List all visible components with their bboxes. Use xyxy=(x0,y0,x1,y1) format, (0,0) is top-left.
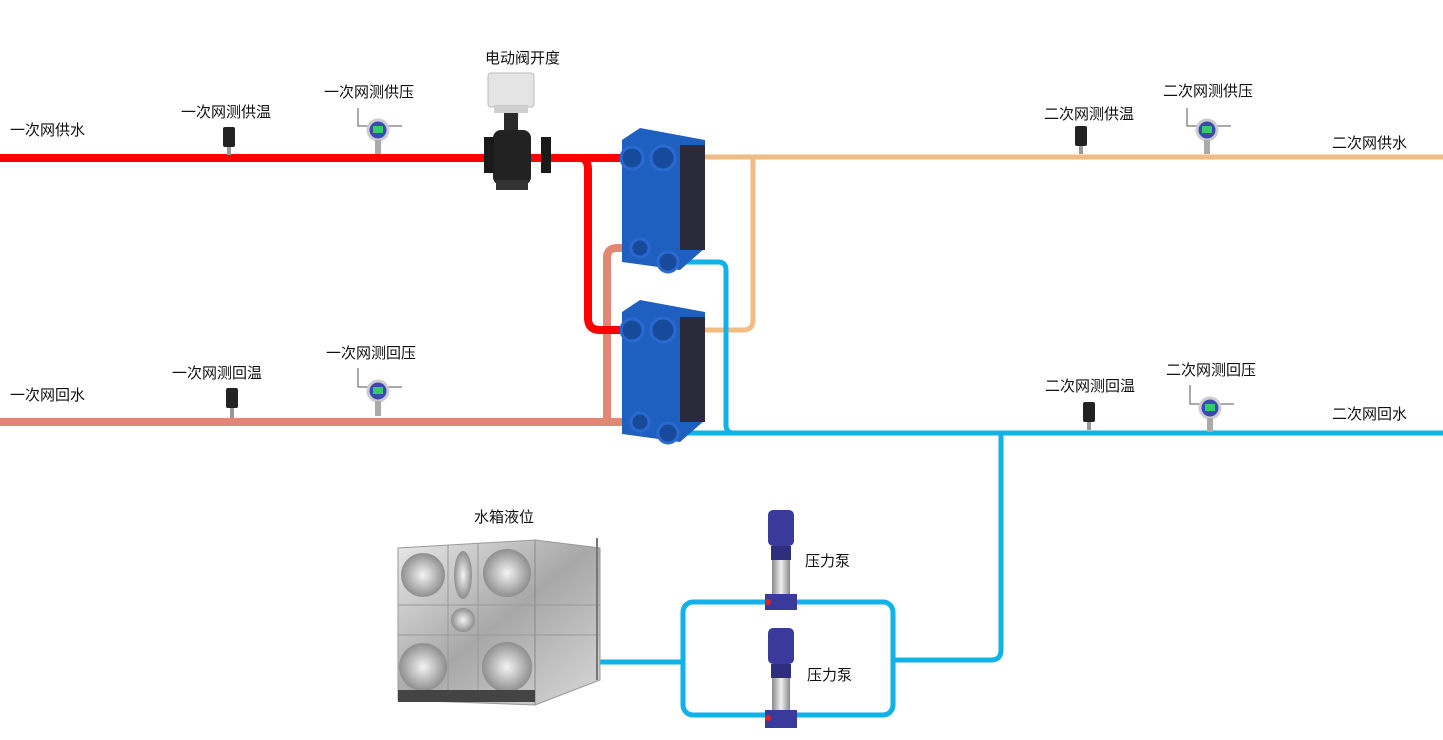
secondary-return-label: 二次网回水 xyxy=(1332,405,1408,423)
pressure-transmitter-icon xyxy=(1186,108,1231,154)
electric-valve[interactable] xyxy=(484,72,551,190)
secondary-return-pipe xyxy=(597,259,1443,665)
primary-return-label: 一次网回水 xyxy=(10,386,86,404)
pressure-transmitter-icon xyxy=(357,368,402,416)
secondary-return-temp-label: 二次网测回温 xyxy=(1045,377,1136,395)
pump-1-label: 压力泵 xyxy=(805,552,851,570)
pressure-pump-2[interactable] xyxy=(765,628,797,728)
temperature-sensor-icon xyxy=(1083,402,1095,430)
secondary-supply-pipe xyxy=(662,154,1443,333)
plate-heat-exchanger-2[interactable] xyxy=(619,300,705,445)
pump-2-label: 压力泵 xyxy=(807,666,853,684)
secondary-supply-temp-label: 二次网测供温 xyxy=(1044,105,1135,123)
secondary-supply-label: 二次网供水 xyxy=(1332,134,1408,152)
plate-heat-exchanger-1[interactable] xyxy=(619,128,705,274)
primary-return-pressure-label: 一次网测回压 xyxy=(326,344,417,362)
valve-opening-label: 电动阀开度 xyxy=(485,49,561,67)
primary-supply-label: 一次网供水 xyxy=(10,121,86,139)
primary-return-pipe xyxy=(0,244,644,426)
pressure-transmitter-icon xyxy=(357,108,402,154)
secondary-return-pressure-label: 二次网测回压 xyxy=(1166,361,1257,379)
water-tank[interactable] xyxy=(397,538,601,706)
temperature-sensor-icon xyxy=(223,127,235,155)
temperature-sensor-icon xyxy=(1075,126,1087,154)
pressure-pump-1[interactable] xyxy=(765,510,797,610)
primary-supply-pressure-label: 一次网测供压 xyxy=(324,83,415,101)
primary-return-temp-label: 一次网测回温 xyxy=(172,364,263,382)
temperature-sensor-icon xyxy=(226,388,238,418)
primary-supply-temp-label: 一次网测供温 xyxy=(181,103,272,121)
pressure-transmitter-icon xyxy=(1189,385,1234,432)
tank-level-label: 水箱液位 xyxy=(474,508,535,526)
secondary-supply-pressure-label: 二次网测供压 xyxy=(1163,82,1254,100)
primary-supply-pipe xyxy=(0,154,639,334)
